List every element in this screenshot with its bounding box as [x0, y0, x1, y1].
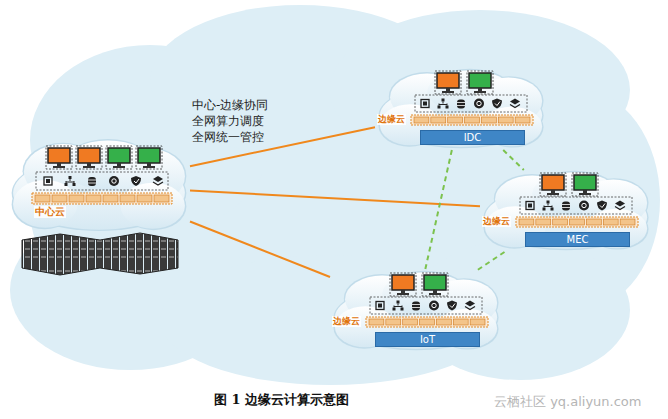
note-text: 全网算力调度	[192, 114, 264, 129]
peer-link	[503, 150, 524, 170]
server-rack	[22, 233, 178, 275]
peer-link	[425, 150, 452, 270]
platform-bar: IDC	[420, 130, 525, 145]
note-text: 中心-边缘协同	[192, 98, 268, 113]
note-text: 全网统一管控	[192, 130, 264, 145]
platform-bar: IoT	[375, 332, 480, 347]
cloud-name: 中心云	[34, 206, 66, 218]
cloud-name: 边缘云	[482, 216, 511, 227]
platform-bar: MEC	[525, 232, 630, 247]
figure-caption: 图 1 边缘云计算示意图	[214, 392, 349, 408]
watermark: 云栖社区 yq.aliyun.com	[494, 394, 641, 410]
center-edge-link	[190, 127, 375, 166]
platform-name: IoT	[420, 334, 435, 346]
platform-name: MEC	[567, 234, 589, 246]
center-cloud: 中心云	[8, 138, 190, 233]
center-edge-link	[190, 190, 480, 206]
cloud-name: 边缘云	[377, 114, 406, 125]
center-edge-link	[190, 222, 330, 277]
cloud-illustration	[8, 138, 190, 233]
peer-link	[478, 252, 505, 270]
edge-cloud: 边缘云 IoT	[330, 270, 502, 352]
platform-name: IDC	[464, 132, 482, 144]
big-cloud	[10, 5, 660, 385]
edge-cloud: 边缘云 IDC	[375, 68, 547, 150]
cloud-name: 边缘云	[332, 316, 361, 327]
edge-cloud: 边缘云 MEC	[480, 170, 652, 252]
